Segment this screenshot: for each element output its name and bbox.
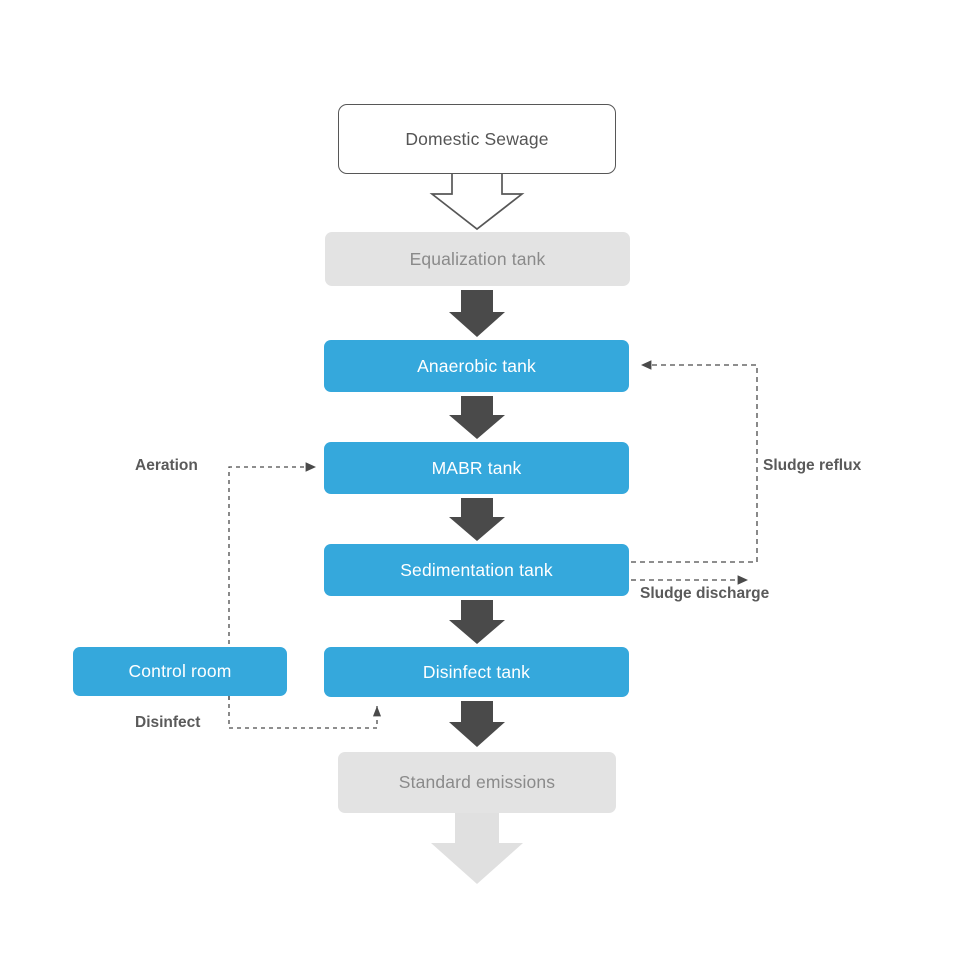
node-control-room[interactable]: Control room — [73, 647, 287, 696]
node-domestic-sewage[interactable]: Domestic Sewage — [338, 104, 616, 174]
edge-label-sludge-reflux: Sludge reflux — [763, 457, 862, 474]
connector-sludge-reflux — [631, 360, 758, 563]
node-label-disinfect-tank: Disinfect tank — [422, 661, 531, 682]
node-label-domestic-sewage: Domestic Sewage — [405, 128, 549, 149]
arrow-disinfect-to-emissions — [449, 701, 505, 747]
edge-label-aeration: Aeration — [135, 457, 198, 474]
node-standard-emissions[interactable]: Standard emissions — [338, 752, 616, 813]
arrow-emissions-outflow — [431, 813, 523, 884]
arrow-mabr-to-sedimentation — [449, 498, 505, 541]
node-label-standard-emissions: Standard emissions — [398, 772, 556, 792]
arrow-anaerobic-to-mabr — [449, 396, 505, 439]
node-equalization-tank[interactable]: Equalization tank — [325, 232, 630, 286]
arrow-sedimentation-to-disinfect — [449, 600, 505, 644]
connector-disinfect — [228, 696, 382, 729]
node-label-sedimentation-tank: Sedimentation tank — [400, 559, 553, 580]
node-mabr-tank[interactable]: MABR tank — [324, 442, 629, 494]
edge-label-sludge-discharge: Sludge discharge — [640, 585, 770, 602]
node-anaerobic-tank[interactable]: Anaerobic tank — [324, 340, 629, 392]
node-label-equalization-tank: Equalization tank — [409, 248, 546, 269]
node-label-control-room: Control room — [128, 661, 232, 681]
edge-label-disinfect: Disinfect — [135, 714, 201, 731]
node-label-anaerobic-tank: Anaerobic tank — [417, 355, 536, 376]
node-label-mabr-tank: MABR tank — [431, 457, 522, 478]
node-sedimentation-tank[interactable]: Sedimentation tank — [324, 544, 629, 596]
node-disinfect-tank[interactable]: Disinfect tank — [324, 647, 629, 697]
arrow-sewage-to-equalization — [429, 174, 525, 231]
arrow-equalization-to-anaerobic — [449, 290, 505, 337]
